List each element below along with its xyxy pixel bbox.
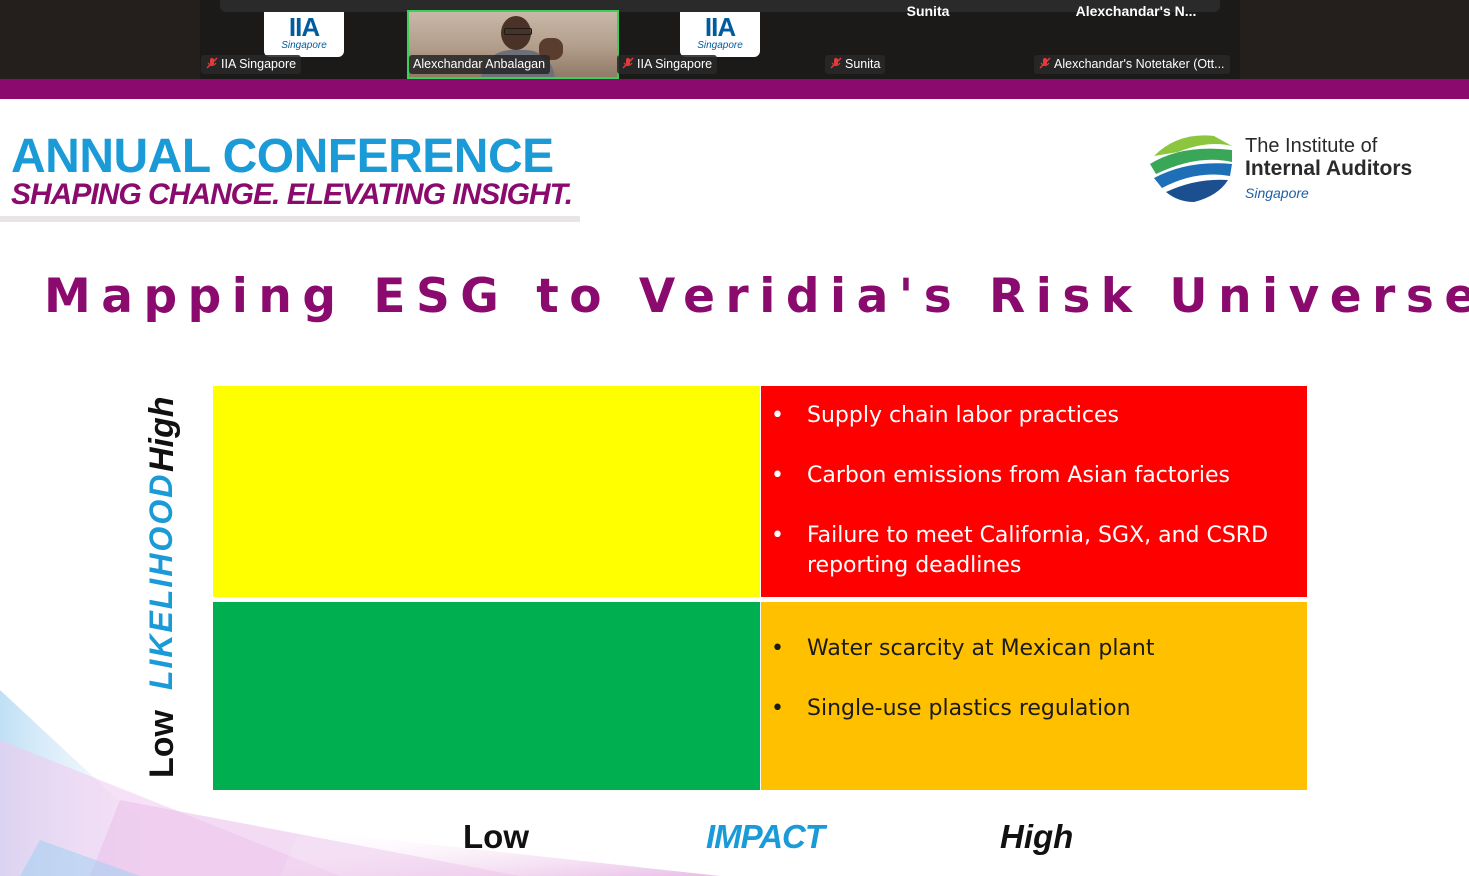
bullet: • xyxy=(771,403,784,428)
quadrant-high-likelihood-low-impact xyxy=(213,386,760,597)
iia-logo-text: IIA xyxy=(288,12,320,42)
participant-tile-iia-2[interactable]: IIA Singapore xyxy=(620,0,820,79)
participant-tile-iia-1[interactable]: IIA Singapore xyxy=(205,0,405,79)
decorative-background xyxy=(0,690,720,876)
bullet: • xyxy=(771,523,784,548)
participant-label: IIA Singapore xyxy=(201,55,302,74)
x-axis-high-label: High xyxy=(1000,818,1074,855)
participant-tile-notetaker[interactable]: Alexchandar's N... xyxy=(1036,0,1236,79)
participant-name: IIA Singapore xyxy=(637,57,713,71)
institute-name-line1: The Institute of xyxy=(1245,135,1378,157)
participant-tile-name: Sunita xyxy=(906,3,950,19)
participant-tile-sunita[interactable]: Sunita xyxy=(828,0,1028,79)
slide-title: Mapping ESG to Veridia's Risk Universe xyxy=(44,269,1469,324)
participant-name: IIA Singapore xyxy=(221,57,297,71)
participant-label: Alexchandar's Notetaker (Ott... xyxy=(1034,55,1230,74)
iia-logo-sub: Singapore xyxy=(281,40,327,51)
x-axis-label: IMPACT xyxy=(706,818,825,855)
iia-logo: IIA Singapore xyxy=(680,12,760,57)
y-axis-label: LIKELIHOOD xyxy=(143,472,179,690)
participant-name: Alexchandar's Notetaker (Ott... xyxy=(1054,57,1225,71)
quadrant-low-likelihood-low-impact xyxy=(213,602,760,790)
iia-logo-text: IIA xyxy=(704,12,736,42)
quadrant-high-likelihood-high-impact: • Supply chain labor practices • Carbon … xyxy=(761,386,1307,597)
mic-muted-icon xyxy=(621,57,635,69)
speaker-glasses xyxy=(504,28,532,35)
iia-globe-logo-icon xyxy=(1150,135,1232,202)
risk-item-text: Water scarcity at Mexican plant xyxy=(807,636,1155,661)
iia-logo-sub: Singapore xyxy=(697,40,743,51)
mic-muted-icon xyxy=(205,57,219,69)
y-axis-high-label: High xyxy=(143,396,181,472)
mic-muted-icon xyxy=(1038,57,1052,69)
conference-title: ANNUAL CONFERENCE xyxy=(11,130,554,183)
x-axis-low-label: Low xyxy=(463,818,529,855)
mic-muted-icon xyxy=(829,57,843,69)
speaker-hand xyxy=(539,38,563,60)
participant-tile-name: Alexchandar's N... xyxy=(1075,3,1197,19)
gallery-top-bar xyxy=(220,0,1220,12)
institute-name-line3: Singapore xyxy=(1245,185,1309,201)
risk-item-text: Supply chain labor practices xyxy=(807,403,1120,428)
risk-item-text: Carbon emissions from Asian factories xyxy=(807,463,1231,488)
bullet: • xyxy=(771,636,784,661)
bullet: • xyxy=(771,696,784,721)
iia-logo: IIA Singapore xyxy=(264,12,344,57)
participant-label: Alexchandar Anbalagan xyxy=(409,55,551,74)
institute-name-line2: Internal Auditors xyxy=(1245,157,1413,180)
participant-label: IIA Singapore xyxy=(617,55,718,74)
participant-name: Sunita xyxy=(845,57,881,71)
risk-item-text: Failure to meet California, SGX, and CSR… xyxy=(807,523,1269,578)
y-axis-low-label: Low xyxy=(143,710,181,778)
conference-subtitle: SHAPING CHANGE. ELEVATING INSIGHT. xyxy=(11,178,573,211)
participant-name: Alexchandar Anbalagan xyxy=(413,57,546,71)
participant-label: Sunita xyxy=(825,55,886,74)
quadrant-low-likelihood-high-impact: • Water scarcity at Mexican plant • Sing… xyxy=(761,602,1307,790)
bullet: • xyxy=(771,463,784,488)
conference-underline xyxy=(0,216,580,222)
speaker-head xyxy=(501,16,531,50)
risk-item-text: Single-use plastics regulation xyxy=(807,696,1131,721)
participant-strip: IIA Singapore IIA Singapore Alexchandar … xyxy=(0,0,1469,79)
slide-header-band xyxy=(0,79,1469,99)
